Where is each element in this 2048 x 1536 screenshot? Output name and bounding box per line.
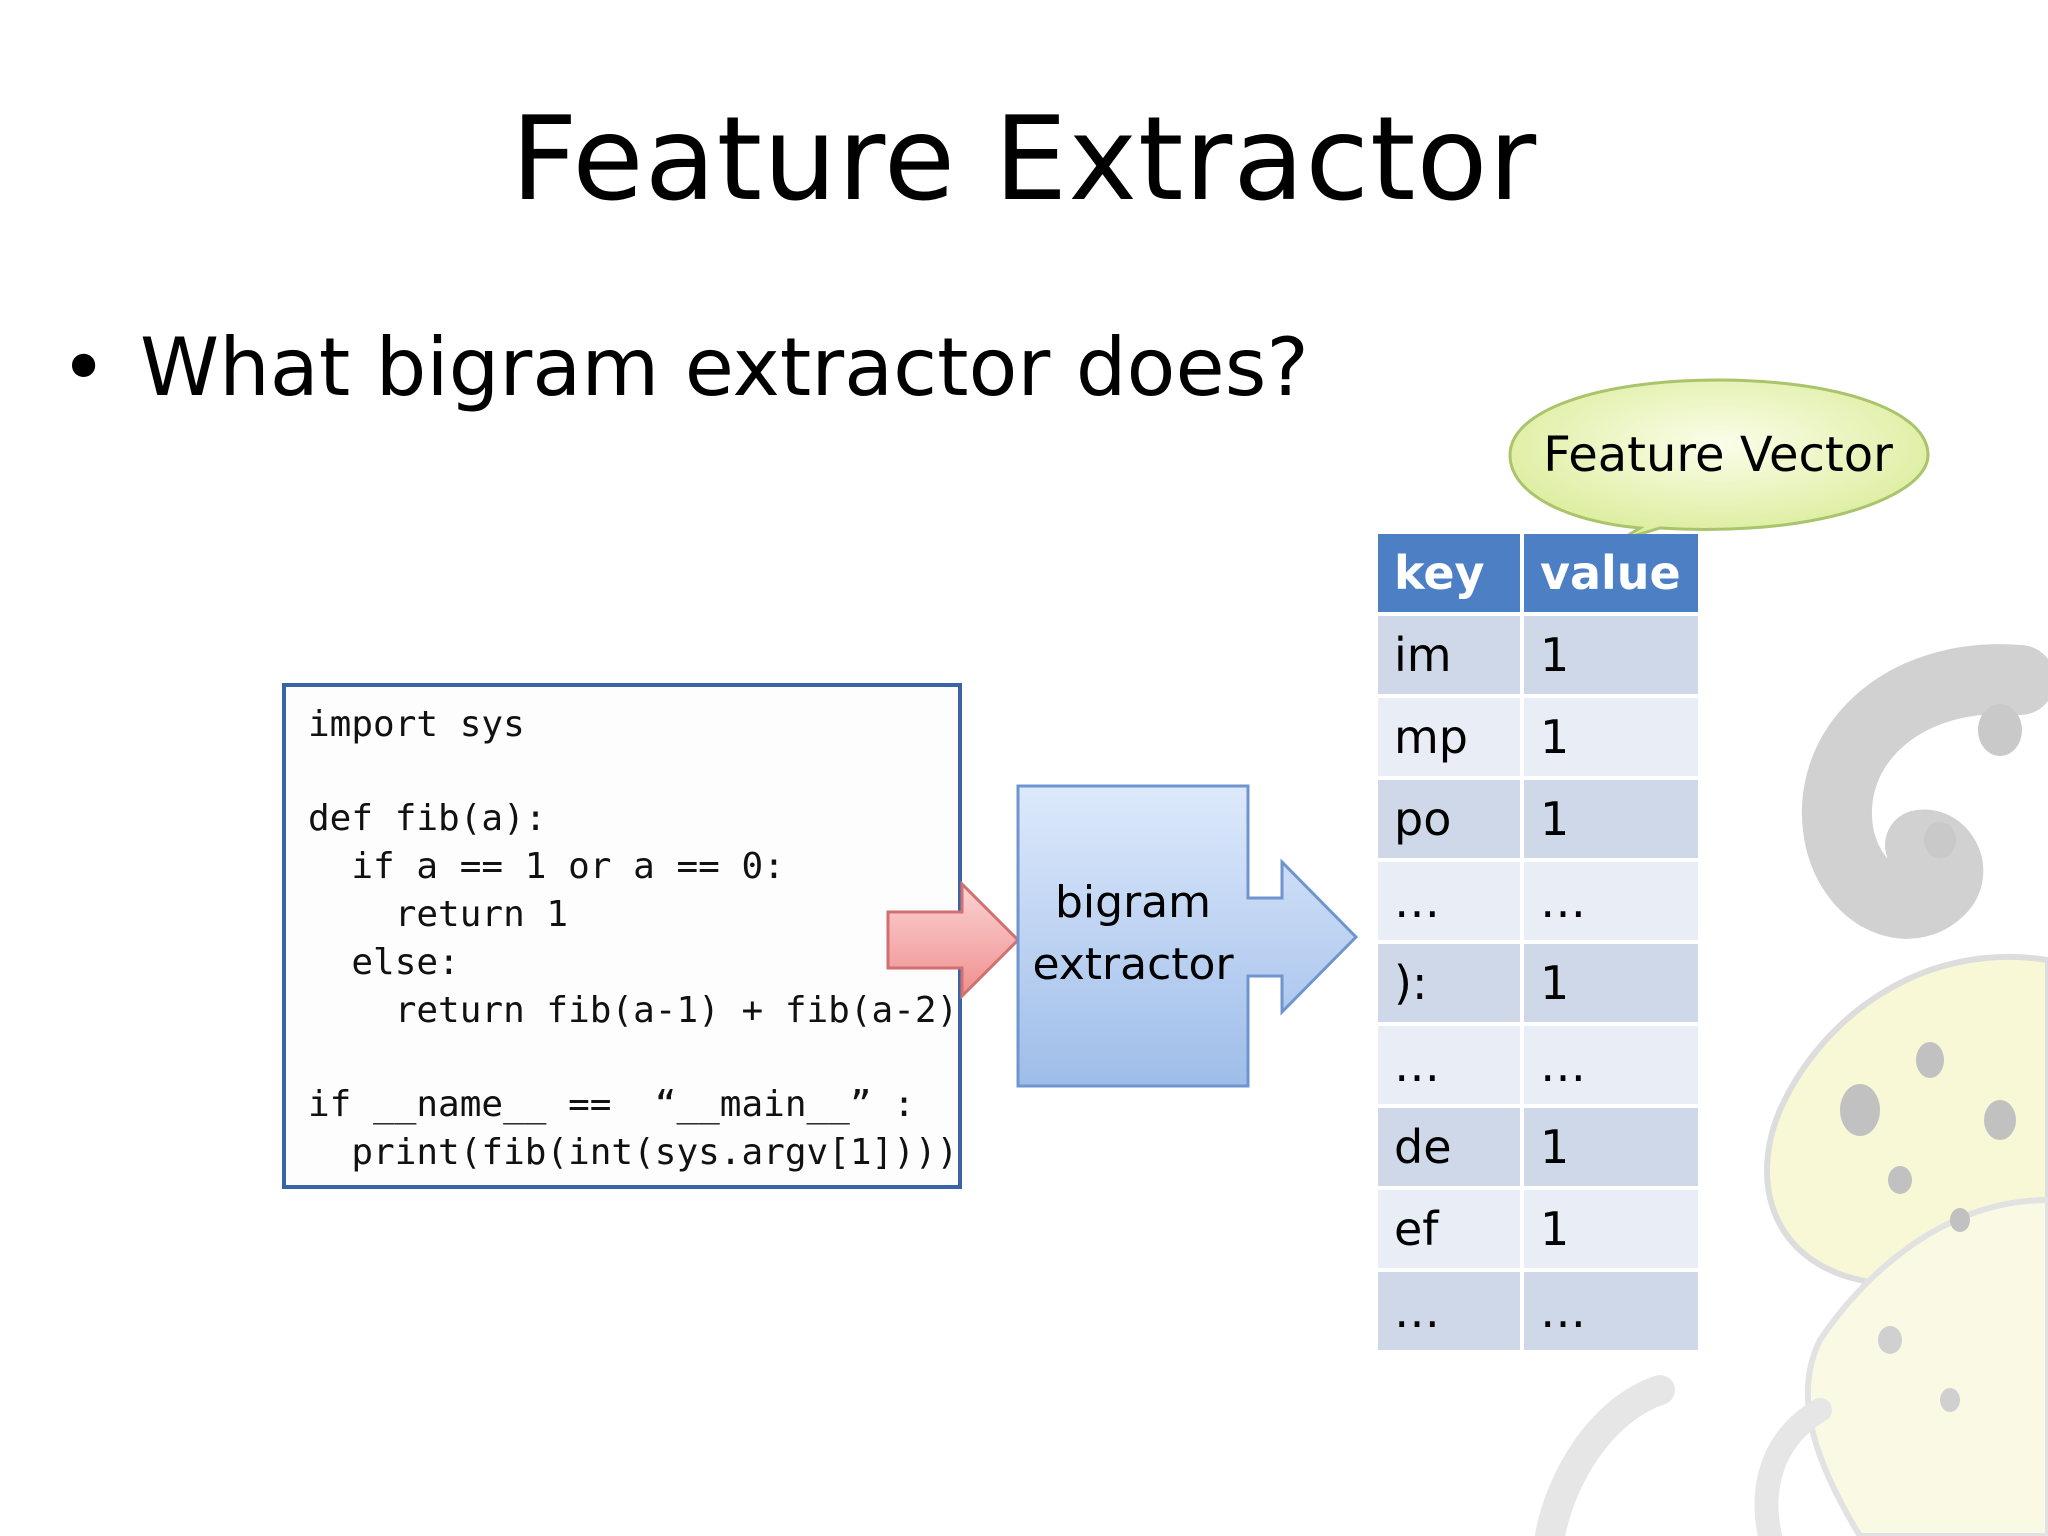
feature-vector-label: Feature Vector — [1543, 427, 1893, 483]
bigram-extractor-shape — [1016, 784, 1359, 1088]
cell-value: 1 — [1524, 1108, 1698, 1186]
source-code-box: import sys def fib(a): if a == 1 or a ==… — [282, 683, 962, 1189]
cell-key: im — [1378, 616, 1520, 694]
table-row: … … — [1378, 1272, 1698, 1350]
cell-key: … — [1378, 1026, 1520, 1104]
header-value: value — [1524, 534, 1698, 612]
cell-value: 1 — [1524, 780, 1698, 858]
feature-vector-callout-shape — [1508, 378, 1930, 542]
table-row: ef 1 — [1378, 1190, 1698, 1268]
cell-value: 1 — [1524, 944, 1698, 1022]
extractor-label-line: extractor — [1032, 939, 1234, 990]
code-line: def fib(a): — [308, 798, 547, 839]
cell-value: 1 — [1524, 1190, 1698, 1268]
cell-key: mp — [1378, 698, 1520, 776]
question-text: What bigram extractor does? — [140, 321, 1309, 414]
table-row: … … — [1378, 862, 1698, 940]
table-row: de 1 — [1378, 1108, 1698, 1186]
cell-key: de — [1378, 1108, 1520, 1186]
table-row: ): 1 — [1378, 944, 1698, 1022]
bigram-extractor-label: bigram extractor — [1020, 872, 1246, 996]
cell-key: … — [1378, 862, 1520, 940]
code-line: print(fib(int(sys.argv[1]))) — [308, 1132, 959, 1173]
cell-key: ): — [1378, 944, 1520, 1022]
code-line: return 1 — [308, 894, 569, 935]
cell-value: … — [1524, 1026, 1698, 1104]
input-arrow — [886, 880, 1021, 1000]
table-header-row: key value — [1378, 534, 1698, 612]
table-row: po 1 — [1378, 780, 1698, 858]
slide-title: Feature Extractor — [510, 92, 1538, 227]
leopard-mascot-illustration — [1535, 644, 2048, 1536]
bullet-marker: • — [60, 321, 108, 414]
cell-key: ef — [1378, 1190, 1520, 1268]
cell-value: … — [1524, 1272, 1698, 1350]
table-row: mp 1 — [1378, 698, 1698, 776]
table-row: … … — [1378, 1026, 1698, 1104]
header-key: key — [1378, 534, 1520, 612]
cell-key: … — [1378, 1272, 1520, 1350]
cell-key: po — [1378, 780, 1520, 858]
code-line: else: — [308, 942, 460, 983]
code-line: return fib(a-1) + fib(a-2) — [308, 990, 959, 1031]
code-line: if __name__ == “__main__” : — [308, 1084, 915, 1125]
cell-value: 1 — [1524, 616, 1698, 694]
table-row: im 1 — [1378, 616, 1698, 694]
cell-value: … — [1524, 862, 1698, 940]
code-line: if a == 1 or a == 0: — [308, 846, 785, 887]
code-line: import sys — [308, 704, 525, 745]
extractor-label-line: bigram — [1055, 877, 1211, 928]
bullet-question: • What bigram extractor does? — [60, 318, 1309, 418]
feature-vector-table: key value im 1 mp 1 po 1 … … ): 1 … … de… — [1374, 530, 1702, 1354]
cell-value: 1 — [1524, 698, 1698, 776]
